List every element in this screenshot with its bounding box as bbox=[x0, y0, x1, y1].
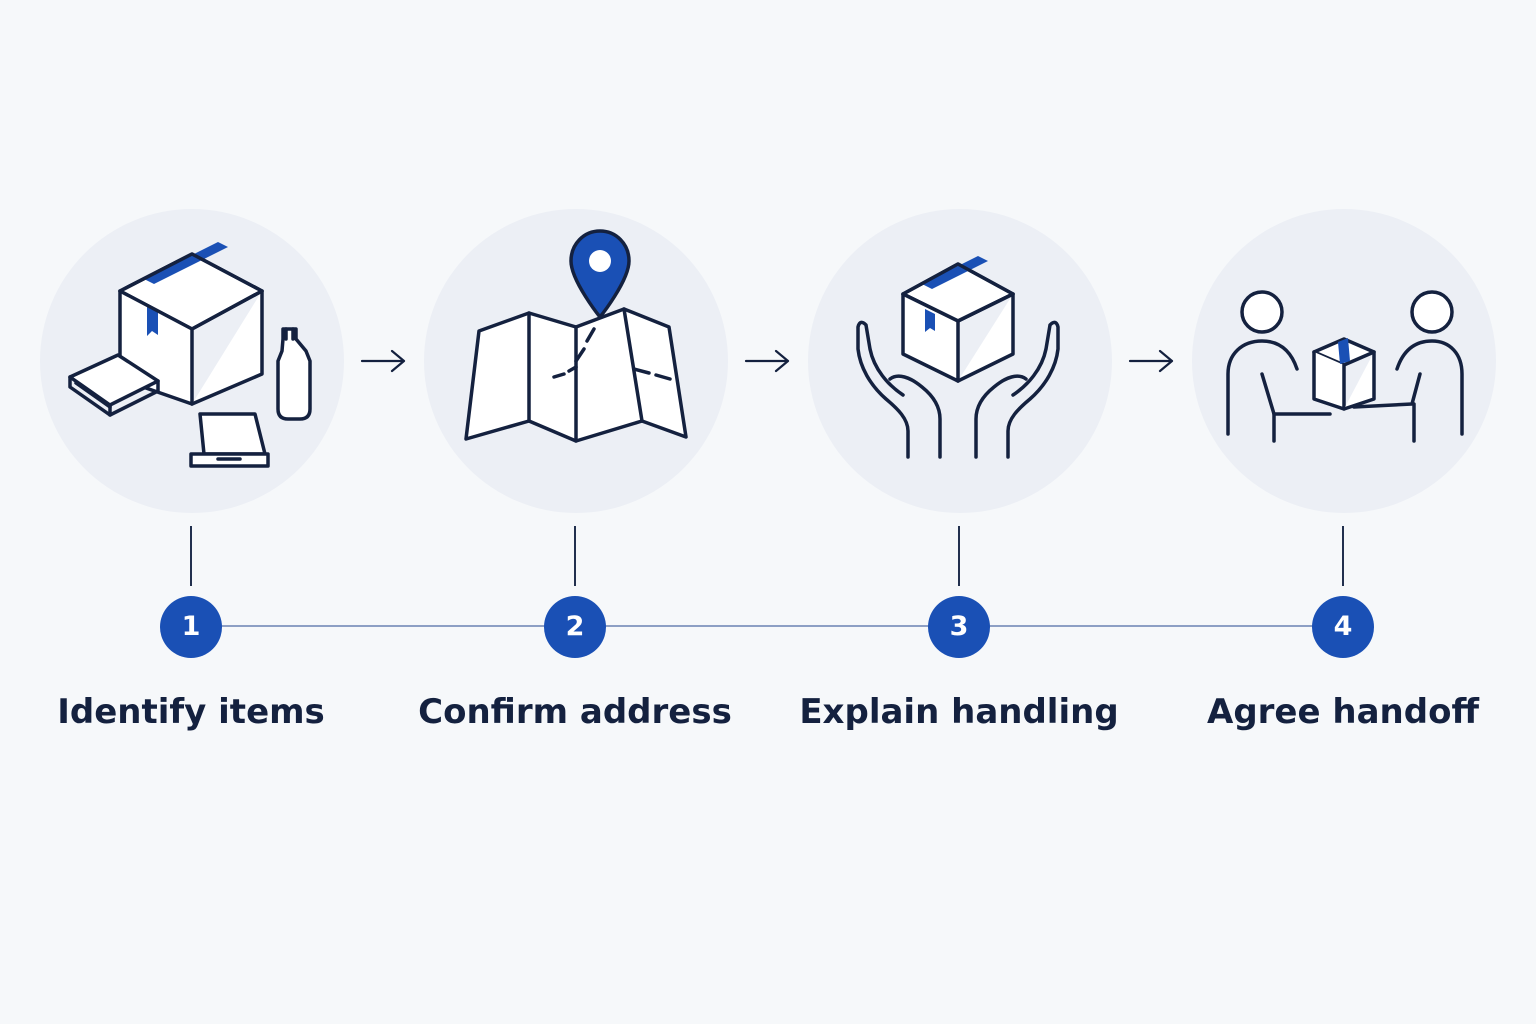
map-pin-icon bbox=[464, 229, 688, 443]
step-3-icon-circle bbox=[808, 209, 1112, 513]
step-4-stem bbox=[1342, 526, 1344, 586]
step-2-stem bbox=[574, 526, 576, 586]
hands-holding-box-icon bbox=[856, 256, 1060, 459]
step-3-stem bbox=[958, 526, 960, 586]
step-1-label: Identify items bbox=[57, 692, 325, 732]
step-2-label: Confirm address bbox=[418, 692, 732, 732]
arrow-right-icon bbox=[744, 349, 790, 373]
arrow-right-icon bbox=[1128, 349, 1174, 373]
step-4-badge: 4 bbox=[1312, 596, 1374, 658]
step-1-badge: 1 bbox=[160, 596, 222, 658]
step-3-badge: 3 bbox=[928, 596, 990, 658]
step-3-label: Explain handling bbox=[799, 692, 1119, 732]
step-2-icon-circle bbox=[424, 209, 728, 513]
package-handoff-icon bbox=[1226, 290, 1464, 443]
step-2-badge: 2 bbox=[544, 596, 606, 658]
step-1-stem bbox=[190, 526, 192, 586]
packages-and-items-icon bbox=[68, 242, 312, 468]
arrow-right-icon bbox=[360, 349, 406, 373]
step-1-icon-circle bbox=[40, 209, 344, 513]
step-4-icon-circle bbox=[1192, 209, 1496, 513]
timeline-connector bbox=[191, 625, 1344, 627]
step-4-label: Agree handoff bbox=[1207, 692, 1479, 732]
